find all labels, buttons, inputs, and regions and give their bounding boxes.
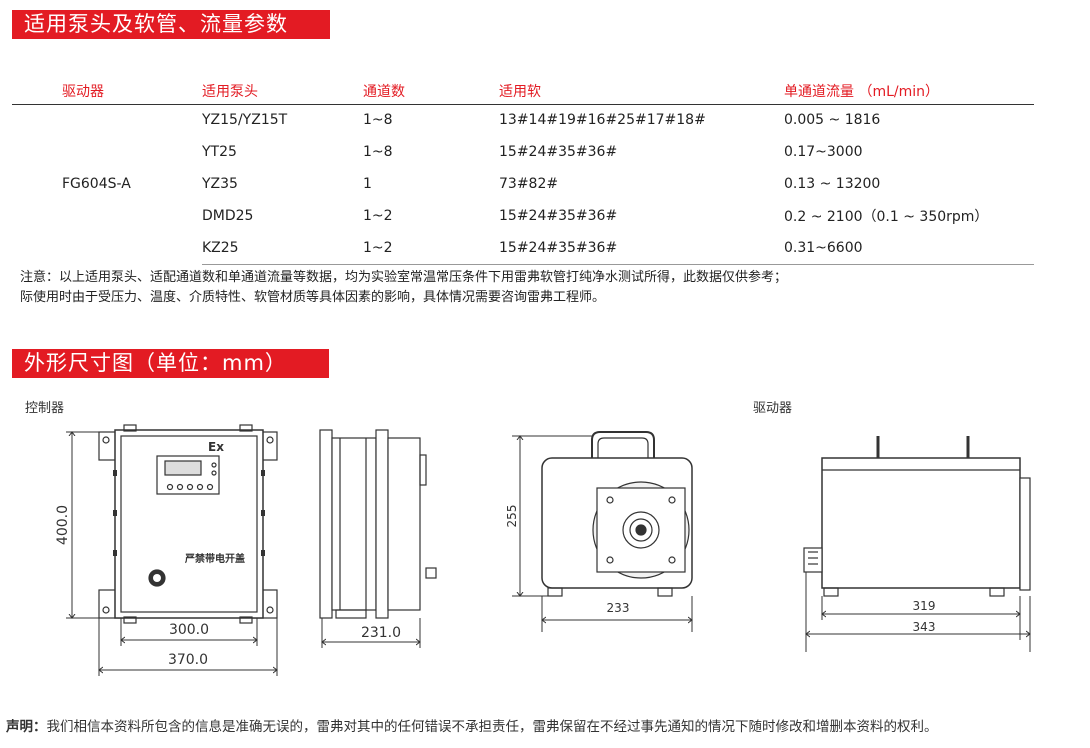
cell-flow: 0.17~3000 [784, 144, 863, 160]
dim-drv-height: 255 [505, 505, 519, 528]
dim-ctrl-outer-width: 370.0 [168, 652, 208, 668]
cell-flow: 0.13 ~ 13200 [784, 176, 881, 192]
driver-model: FG604S-A [62, 176, 131, 193]
table-header-row: 驱动器 适用泵头 通道数 适用软 单通道流量 （mL/min） [12, 78, 1034, 105]
controller-dimensions [66, 432, 277, 676]
dim-ctrl-depth: 231.0 [361, 625, 401, 641]
dim-ctrl-height: 400.0 [55, 505, 71, 545]
label-driver: 驱动器 [753, 401, 793, 416]
cell-tubing: 15#24#35#36# [499, 232, 784, 265]
disclaimer-text: 我们相信本资料所包含的信息是准确无误的，雷弗对其中的任何错误不承担责任，雷弗保留… [46, 719, 938, 735]
cell-head: YT25 [202, 144, 237, 160]
dim-drv-front-width: 233 [607, 601, 630, 615]
note-line-2: 际使用时由于受压力、温度、介质特性、软管材质等具体因素的影响，具体情况需要咨询雷… [20, 290, 606, 305]
disclaimer: 声明：我们相信本资料所包含的信息是准确无误的，雷弗对其中的任何错误不承担责任，雷… [6, 715, 938, 735]
cell-head: YZ35 [202, 176, 238, 192]
cell-channels: 1 [363, 176, 372, 192]
table-note: 注意：以上适用泵头、适配通道数和单通道流量等数据，均为实验室常温常压条件下用雷弗… [20, 268, 787, 308]
dim-drv-side-inner: 319 [913, 599, 936, 613]
col-header-tubing: 适用软 [499, 78, 784, 105]
controller-side-dimensions [322, 618, 420, 648]
col-header-flow: 单通道流量 （mL/min） [784, 78, 1034, 105]
driver-front-view [541, 431, 693, 597]
controller-front-view [98, 424, 278, 624]
table-row: YZ35 1 73#82# 0.13 ~ 13200 [12, 168, 1034, 200]
cell-tubing: 13#14#19#16#25#17#18# [499, 112, 706, 129]
controller-side-view [319, 429, 437, 619]
spec-table: 驱动器 适用泵头 通道数 适用软 单通道流量 （mL/min） FG604S-A… [12, 78, 1034, 265]
cell-head: DMD25 [202, 208, 254, 224]
cell-tubing: 15#24#35#36# [499, 208, 618, 224]
panel-warning-text: 严禁带电开盖 [184, 552, 245, 565]
cell-flow: 0.2 ~ 2100（0.1 ~ 350rpm） [784, 209, 989, 225]
col-header-driver: 驱动器 [12, 78, 202, 105]
table-row: DMD25 1~2 15#24#35#36# 0.2 ~ 2100（0.1 ~ … [12, 200, 1034, 232]
table-row: YT25 1~8 15#24#35#36# 0.17~3000 [12, 136, 1034, 168]
cell-flow: 0.31~6600 [784, 232, 1034, 265]
col-header-channels: 通道数 [363, 78, 499, 105]
driver-front-dimensions [512, 436, 692, 632]
col-header-pump-head: 适用泵头 [202, 78, 363, 105]
disclaimer-label: 声明： [6, 719, 47, 735]
note-line-1: 注意：以上适用泵头、适配通道数和单通道流量等数据，均为实验室常温常压条件下用雷弗… [20, 270, 788, 285]
ex-mark: Ex [208, 440, 224, 454]
table-row: KZ25 1~2 15#24#35#36# 0.31~6600 [12, 232, 1034, 265]
cell-channels: 1~2 [363, 232, 499, 265]
cell-tubing: 15#24#35#36# [499, 144, 618, 160]
section-title-params: 适用泵头及软管、流量参数 [12, 10, 330, 39]
dim-drv-side-outer: 343 [913, 620, 936, 634]
cell-head: YZ15/YZ15T [202, 112, 288, 129]
driver-side-dimensions [806, 572, 1030, 652]
dim-ctrl-inner-width: 300.0 [169, 622, 209, 638]
table-row: FG604S-A YZ15/YZ15T 1~8 13#14#19#16#25#1… [12, 104, 1034, 192]
label-controller: 控制器 [25, 401, 65, 416]
driver-side-view [803, 436, 1031, 597]
section-title-dimensions: 外形尺寸图（单位：mm） [12, 349, 329, 378]
cell-tubing: 73#82# [499, 176, 559, 192]
cell-channels: 1~8 [363, 144, 393, 160]
cell-head: KZ25 [202, 232, 363, 265]
cell-flow: 0.005 ~ 1816 [784, 112, 881, 129]
cell-channels: 1~2 [363, 208, 393, 224]
cell-channels: 1~8 [363, 112, 393, 129]
